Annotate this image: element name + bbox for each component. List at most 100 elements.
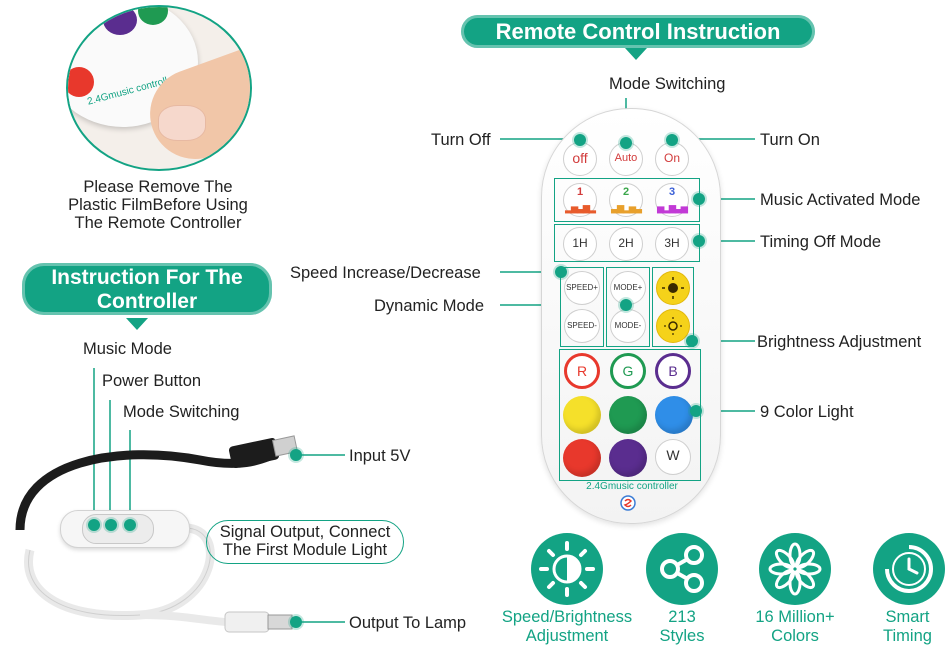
music-1-label: 1 — [576, 186, 584, 198]
signal-output-callout — [206, 520, 404, 564]
callout-dot — [693, 193, 705, 205]
brightness-group — [652, 267, 694, 347]
music-3-label: 3 — [668, 186, 676, 198]
red-button[interactable]: R — [564, 353, 600, 389]
label-speed: Speed Increase/Decrease — [290, 264, 481, 282]
label-mode-switching-controller: Mode Switching — [123, 403, 240, 421]
feature-line2: Adjustment — [525, 627, 609, 645]
remote-instruction-banner: Remote Control Instruction — [461, 15, 815, 48]
flower-icon — [768, 542, 822, 596]
blue-button[interactable]: B — [655, 353, 691, 389]
label-turn-off: Turn Off — [431, 131, 491, 149]
label-input-5v: Input 5V — [349, 447, 411, 465]
clock-icon — [885, 545, 933, 593]
white-button[interactable]: W — [655, 439, 691, 475]
callout-dot — [290, 449, 302, 461]
brightness-feature — [531, 533, 603, 605]
green-color-button[interactable] — [609, 396, 647, 434]
red-button-photo — [68, 67, 94, 97]
red-color-button[interactable] — [563, 439, 601, 477]
equalizer-icon: ▅▂▆▃▅ — [657, 203, 688, 213]
label-timing-off-mode: Timing Off Mode — [760, 233, 882, 251]
green-button[interactable]: G — [610, 353, 646, 389]
fingernail — [158, 105, 206, 141]
banner-line2: Controller — [96, 290, 198, 313]
sun-icon — [662, 277, 684, 299]
film-note-line1: Please Remove The — [83, 178, 233, 196]
yellow-color-button[interactable] — [563, 396, 601, 434]
share-icon — [660, 545, 704, 593]
feature-label-timing: Smart Timing — [865, 608, 950, 646]
off-button[interactable]: off — [563, 142, 597, 176]
callout-dot — [686, 335, 698, 347]
purple-color-button[interactable] — [609, 439, 647, 477]
label-music-activated-mode: Music Activated Mode — [760, 191, 921, 209]
label-output-to-lamp: Output To Lamp — [349, 614, 467, 632]
brightness-up-button[interactable] — [656, 271, 690, 305]
label-dynamic-mode: Dynamic Mode — [374, 297, 485, 315]
signal-output-text: Signal Output, Connect The First Module … — [206, 523, 404, 559]
brightness-down-button[interactable] — [656, 309, 690, 343]
label-power-button: Power Button — [102, 372, 202, 390]
callout-dot — [666, 134, 678, 146]
callout-dot — [693, 235, 705, 247]
callout-dot — [620, 137, 632, 149]
timer-2h-button[interactable]: 2H — [609, 227, 643, 261]
film-note: Please Remove The Plastic FilmBefore Usi… — [38, 178, 278, 232]
remote-brand-text: 2.4Gmusic controller — [586, 481, 678, 492]
speed-down-button[interactable]: SPEED- — [564, 309, 600, 343]
purple-button-photo — [103, 7, 137, 35]
styles-feature — [646, 533, 718, 605]
remote-control: off Auto On 1 ▂▅▃▆▂ 2 ▃▆▂▅▃ 3 ▅▂▆▃▅ 1H 2… — [541, 108, 721, 524]
film-removal-photo: 2.4Gmusic controller — [66, 5, 252, 171]
green-button-photo — [138, 7, 168, 25]
power-button[interactable] — [105, 519, 117, 531]
timer-1h-button[interactable]: 1H — [563, 227, 597, 261]
label-mode-switching: Mode Switching — [609, 75, 726, 93]
speed-up-button[interactable]: SPEED+ — [564, 271, 600, 305]
callout-dot — [690, 405, 702, 417]
film-note-line2: Plastic FilmBefore Using — [68, 196, 248, 214]
label-turn-on: Turn On — [760, 131, 820, 149]
music-mode-button[interactable] — [88, 519, 100, 531]
banner-arrow — [126, 318, 148, 330]
music-2-label: 2 — [622, 186, 630, 198]
film-note-line3: The Remote Controller — [74, 214, 242, 232]
music-2-button[interactable]: 2 ▃▆▂▅▃ — [609, 183, 643, 217]
blue-color-button[interactable] — [655, 396, 693, 434]
color-group — [559, 349, 701, 481]
feature-line1: Smart — [885, 608, 930, 626]
signal-line2: The First Module Light — [222, 541, 388, 559]
mode-down-button[interactable]: MODE- — [610, 309, 646, 343]
on-button[interactable]: On — [655, 142, 689, 176]
auto-button[interactable]: Auto — [609, 142, 643, 176]
controller-instruction-banner: Instruction For The Controller — [22, 263, 272, 315]
equalizer-icon: ▃▆▂▅▃ — [611, 203, 642, 213]
colors-feature — [759, 533, 831, 605]
brand-logo-icon — [620, 495, 636, 511]
label-music-mode: Music Mode — [83, 340, 172, 358]
feature-line1: 16 Million+ — [755, 608, 835, 626]
mode-switching-button[interactable] — [124, 519, 136, 531]
banner-arrow — [625, 48, 647, 60]
timing-feature — [873, 533, 945, 605]
feature-line1: Speed/Brightness — [501, 608, 633, 626]
feature-line2: Timing — [883, 627, 932, 645]
callout-dot — [555, 266, 567, 278]
label-brightness: Brightness Adjustment — [757, 333, 922, 351]
label-color-light: 9 Color Light — [760, 403, 854, 421]
equalizer-icon: ▂▅▃▆▂ — [565, 203, 596, 213]
feature-label-styles: 213 Styles — [632, 608, 732, 646]
callout-dot — [620, 299, 632, 311]
music-3-button[interactable]: 3 ▅▂▆▃▅ — [655, 183, 689, 217]
music-1-button[interactable]: 1 ▂▅▃▆▂ — [563, 183, 597, 217]
banner-line1: Instruction For The — [51, 266, 243, 289]
signal-line1: Signal Output, Connect — [219, 523, 391, 541]
callout-dot — [574, 134, 586, 146]
sun-icon — [664, 317, 682, 335]
speed-group — [560, 267, 604, 347]
mode-group — [606, 267, 650, 347]
feature-label-brightness: Speed/Brightness Adjustment — [490, 608, 644, 646]
timer-3h-button[interactable]: 3H — [655, 227, 689, 261]
